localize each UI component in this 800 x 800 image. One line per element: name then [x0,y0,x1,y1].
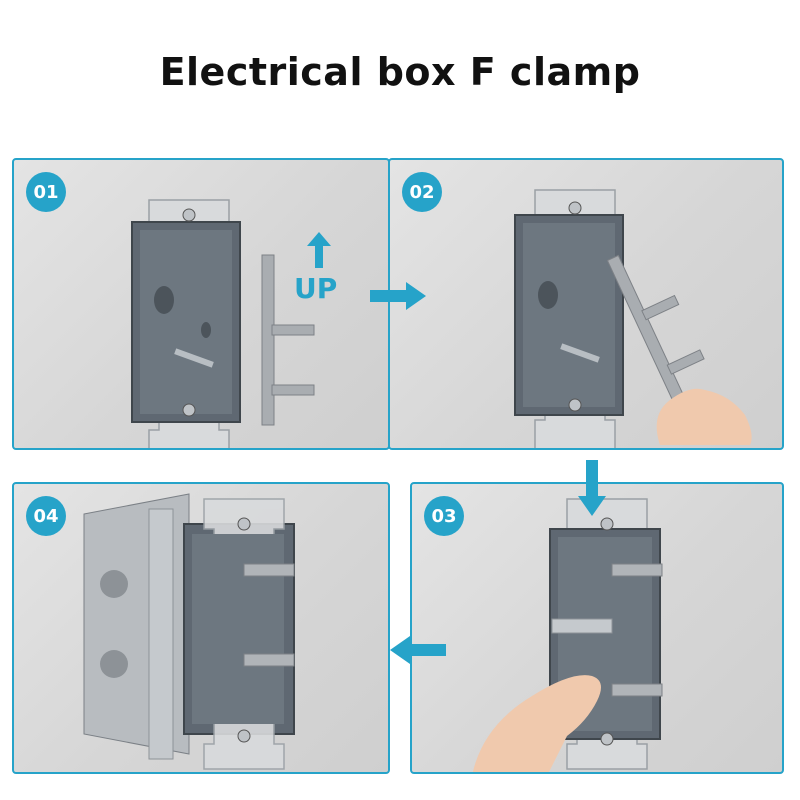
up-label: UP [294,272,338,305]
step-1-badge: 01 [26,172,66,212]
step-3-badge: 03 [424,496,464,536]
step-4-illustration [83,493,295,770]
step-2-illustration [514,189,752,448]
step-3-panel: 03 [410,482,784,774]
step-2-badge: 02 [402,172,442,212]
step-3-illustration [472,498,663,772]
step-4-panel: 04 [12,482,390,774]
step-1-panel: 01 UP [12,158,390,450]
arrow-down-icon [578,460,606,516]
arrow-right-icon [370,282,426,310]
arrow-up-icon [307,232,331,268]
step-1-illustration [131,199,315,448]
step-2-panel: 02 [388,158,784,450]
step-4-badge: 04 [26,496,66,536]
arrow-left-icon [390,636,446,664]
page-title: Electrical box F clamp [159,50,641,94]
